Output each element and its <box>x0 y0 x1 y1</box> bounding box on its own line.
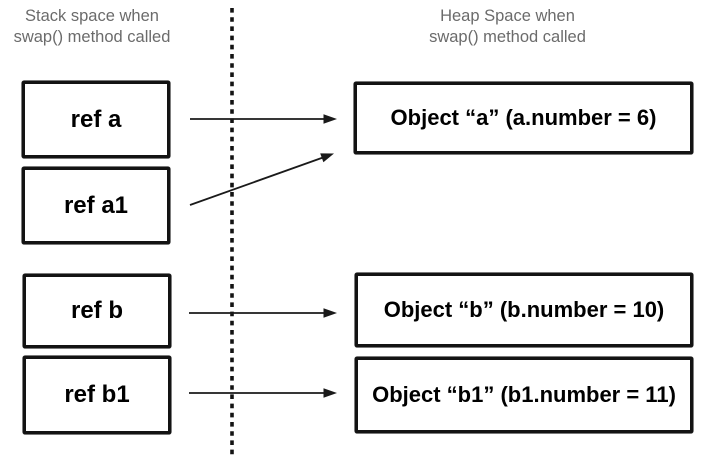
stack-column-header: Stack space when swap() method called <box>4 6 180 48</box>
arrow-ref-a-to-object-a <box>190 114 337 124</box>
stack-box-ref-b1: ref b1 <box>23 356 171 434</box>
heap-box-object-b1-label: Object “b1” (b1.number = 11) <box>372 382 676 407</box>
heap-box-object-b: Object “b” (b.number = 10) <box>355 273 693 347</box>
heap-header-line2: swap() method called <box>429 28 586 46</box>
heap-header-line1: Heap Space when <box>440 7 575 25</box>
arrow-ref-b-to-object-b <box>189 308 337 318</box>
stack-header-line1: Stack space when <box>25 7 159 25</box>
stack-box-ref-b1-label: ref b1 <box>64 381 130 408</box>
stack-box-ref-b-label: ref b <box>70 297 123 324</box>
heap-box-object-a-label: Object “a” (a.number = 6) <box>390 105 657 130</box>
stack-box-ref-a1: ref a1 <box>22 167 170 244</box>
stack-box-ref-a1-label: ref a1 <box>63 191 129 219</box>
stack-box-ref-b: ref b <box>23 274 171 348</box>
heap-column-header: Heap Space when swap() method called <box>405 6 610 48</box>
stack-box-ref-a: ref a <box>22 81 170 158</box>
stack-header-line2: swap() method called <box>13 28 171 46</box>
arrow-ref-a1-to-object-a <box>189 153 334 206</box>
heap-box-object-b1: Object “b1” (b1.number = 11) <box>355 357 693 433</box>
heap-box-object-b-label: Object “b” (b.number = 10) <box>383 297 665 322</box>
arrow-ref-b1-to-object-b1 <box>189 388 337 398</box>
heap-box-object-a: Object “a” (a.number = 6) <box>354 82 693 154</box>
stack-box-ref-a-label: ref a <box>70 105 122 133</box>
